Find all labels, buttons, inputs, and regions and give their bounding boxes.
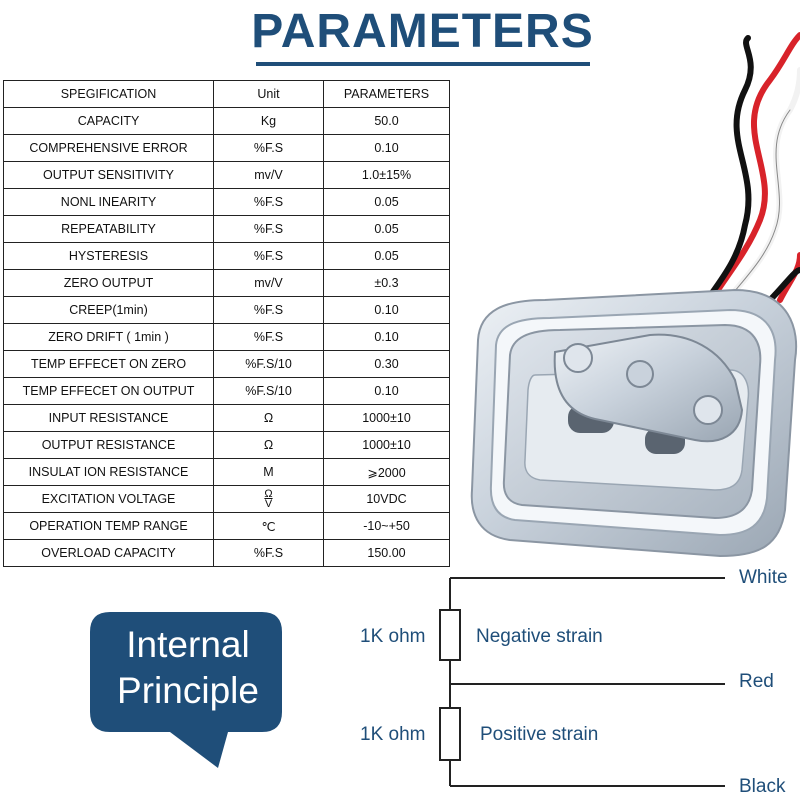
value-cell: 0.05 [323,242,450,270]
spec-cell: ZERO DRIFT ( 1min ) [3,323,214,351]
resistor-positive [439,707,461,761]
resistor-positive-value: 1K ohm [360,724,426,745]
resistor-positive-label: Positive strain [480,724,599,745]
load-cell-body [470,288,798,558]
column-header: SPEGIFICATION [3,80,214,108]
value-cell: 0.10 [323,296,450,324]
resistor-negative-label: Negative strain [476,626,603,647]
spec-cell: REPEATABILITY [3,215,214,243]
value-cell: 1000±10 [323,404,450,432]
white-wire-label: White [739,567,788,588]
spec-cell: OUTPUT RESISTANCE [3,431,214,459]
load-cell-photo [470,32,800,558]
spec-cell: OPERATION TEMP RANGE [3,512,214,540]
unit-cell: Ω [213,431,324,459]
spec-cell: COMPREHENSIVE ERROR [3,134,214,162]
column-header: PARAMETERS [323,80,450,108]
value-cell: 150.00 [323,539,450,567]
value-cell: 10VDC [323,485,450,513]
black-wire-2 [767,267,800,303]
spec-cell: OUTPUT SENSITIVITY [3,161,214,189]
spec-cell: OVERLOAD CAPACITY [3,539,214,567]
black-wire-label: Black [739,776,786,797]
unit-cell: %F.S [213,323,324,351]
value-cell: 0.05 [323,215,450,243]
internal-principle-text: Internal Principle [92,622,284,714]
spec-cell: CREEP(1min) [3,296,214,324]
value-cell: -10~+50 [323,512,450,540]
spec-cell: NONL INEARITY [3,188,214,216]
page-title: PARAMETERS [251,5,594,58]
value-cell: ⩾2000 [323,458,450,486]
unit-cell: %F.S/10 [213,377,324,405]
unit-cell: mv/V [213,269,324,297]
principle-line-2: Principle [117,670,259,711]
unit-cell: %F.S [213,242,324,270]
principle-line-1: Internal [126,624,250,665]
resistor-negative [439,609,461,661]
spec-cell: INPUT RESISTANCE [3,404,214,432]
spec-cell: TEMP EFFECET ON OUTPUT [3,377,214,405]
spec-cell: ZERO OUTPUT [3,269,214,297]
red-wire-label: Red [739,671,774,692]
unit-cell: M [213,458,324,486]
unit-cell: %F.S [213,134,324,162]
spec-cell: CAPACITY [3,107,214,135]
resistor-negative-value: 1K ohm [360,626,426,647]
value-cell: 0.10 [323,323,450,351]
unit-cell: Kg [213,107,324,135]
value-cell: 50.0 [323,107,450,135]
unit-cell: %F.S [213,539,324,567]
table-row: OPERATION TEMP RANGE℃-10~+50 [3,512,450,540]
title-underline [256,62,590,66]
value-cell: 0.30 [323,350,450,378]
value-cell: 1000±10 [323,431,450,459]
